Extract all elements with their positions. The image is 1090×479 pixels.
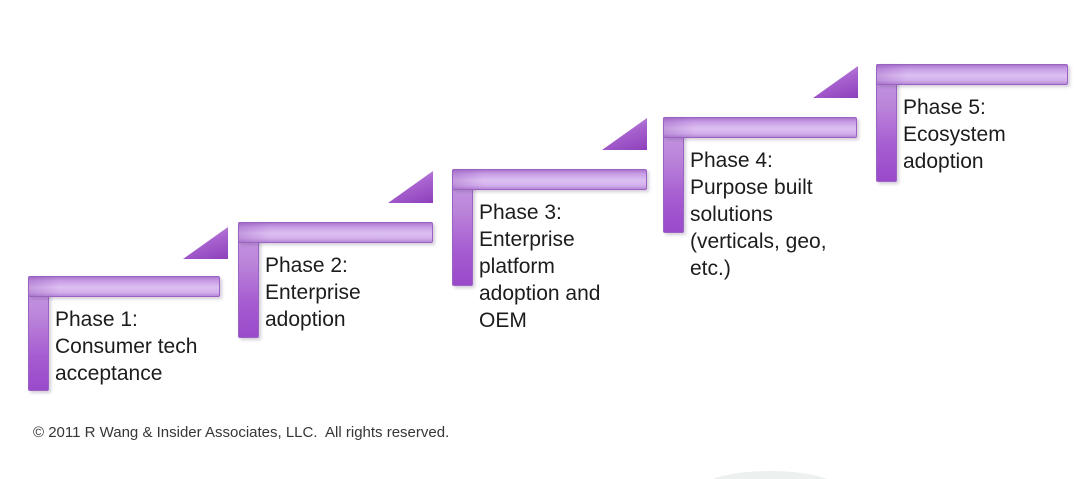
step-up-triangle-icon — [813, 66, 858, 98]
phase-1-label: Phase 1: Consumer tech acceptance — [55, 306, 197, 387]
phase-3-line: platform — [479, 255, 555, 278]
phase-3-line: Enterprise — [479, 228, 575, 251]
step-up-triangle-icon — [388, 171, 433, 203]
step-up-triangle-icon — [183, 227, 228, 259]
phase-5-line: adoption — [903, 150, 984, 173]
phase-1-horizontal-bar — [28, 276, 220, 297]
phase-2-label: Phase 2: Enterprise adoption — [265, 252, 361, 333]
phase-2-line: Enterprise — [265, 281, 361, 304]
phase-2-line: Phase 2: — [265, 254, 348, 277]
step-up-triangle-icon — [602, 118, 647, 150]
phase-4-line: (verticals, geo, — [690, 230, 827, 253]
phase-5-line: Ecosystem — [903, 123, 1006, 146]
phase-1-step: Phase 1: Consumer tech acceptance — [28, 276, 220, 391]
phase-3-line: adoption and — [479, 282, 601, 305]
phase-4-line: Phase 4: — [690, 149, 773, 172]
phase-5-step: Phase 5: Ecosystem adoption — [876, 64, 1068, 182]
phase-1-line: Phase 1: — [55, 308, 138, 331]
phase-3-step: Phase 3: Enterprise platform adoption an… — [452, 169, 647, 332]
phase-4-label: Phase 4: Purpose built solutions (vertic… — [690, 147, 827, 282]
phase-3-label: Phase 3: Enterprise platform adoption an… — [479, 199, 600, 334]
phase-3-line: OEM — [479, 309, 527, 332]
phase-2-line: adoption — [265, 308, 346, 331]
phase-3-line: Phase 3: — [479, 201, 562, 224]
phase-1-line: Consumer tech — [55, 335, 198, 358]
phase-4-line: solutions — [690, 203, 773, 226]
phase-5-horizontal-bar — [876, 64, 1068, 85]
phase-3-horizontal-bar — [452, 169, 647, 190]
phase-5-line: Phase 5: — [903, 96, 986, 119]
phase-2-step: Phase 2: Enterprise adoption — [238, 222, 433, 338]
copyright-text: © 2011 R Wang & Insider Associates, LLC.… — [33, 424, 450, 441]
phase-4-horizontal-bar — [663, 117, 857, 138]
phase-5-label: Phase 5: Ecosystem adoption — [903, 94, 1006, 175]
phase-4-line: etc.) — [690, 257, 731, 280]
background-ellipse-decoration — [695, 471, 845, 479]
phase-4-step: Phase 4: Purpose built solutions (vertic… — [663, 117, 857, 280]
phase-4-line: Purpose built — [690, 176, 813, 199]
phase-2-horizontal-bar — [238, 222, 433, 243]
phase-1-line: acceptance — [55, 362, 163, 385]
